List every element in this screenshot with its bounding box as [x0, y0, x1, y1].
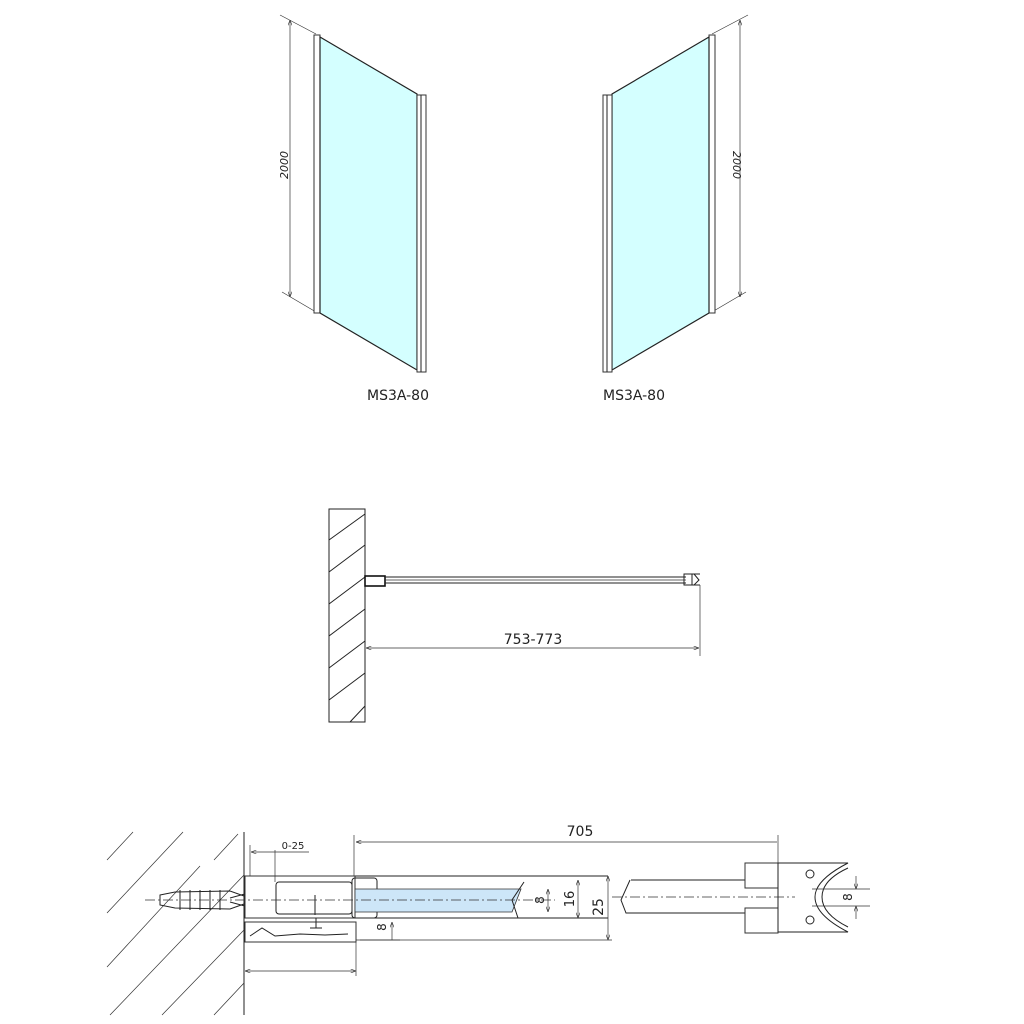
screw-icon	[310, 895, 322, 929]
glass-thickness-dim: 8	[533, 896, 547, 904]
end-glass-dim: 8	[841, 893, 855, 901]
plan-view: 753-773	[328, 508, 701, 723]
right-panel-label: MS3A-80	[603, 388, 665, 404]
right-panel-elevation: 2000 MS3A-80	[602, 14, 749, 404]
wall-plug-icon	[159, 890, 245, 910]
profile-depth-dim: 25	[591, 898, 607, 916]
right-height-dim: 2000	[730, 151, 743, 179]
plan-width-dim: 753-773	[504, 632, 563, 648]
left-panel-elevation: 2000 MS3A-80	[278, 14, 429, 404]
length-dim: 705	[567, 824, 594, 840]
left-height-dim: 2000	[278, 151, 291, 179]
left-panel-label: MS3A-80	[367, 388, 429, 404]
wall-section	[328, 508, 366, 723]
channel-dim: 16	[563, 891, 578, 908]
bottom-offset-dim: 8	[375, 923, 389, 931]
adjust-dim: 0-25	[282, 841, 305, 852]
detail-section: 0-25 8 705 8 16 25 8	[106, 824, 870, 1016]
